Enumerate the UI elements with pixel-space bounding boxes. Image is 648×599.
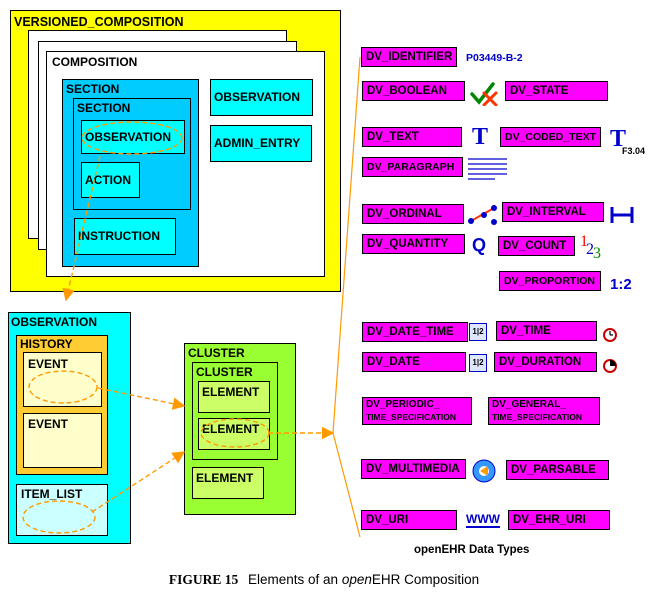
clock-icon <box>603 328 617 342</box>
element-highlight-ellipse <box>200 418 270 448</box>
element-label-2: ELEMENT <box>202 422 260 436</box>
admin-entry-box <box>210 125 312 162</box>
observation-entry-box <box>210 79 313 116</box>
item-list-label: ITEM_LIST <box>21 487 83 501</box>
observation-highlight-ellipse <box>81 121 183 155</box>
item-list-highlight-ellipse <box>22 500 96 534</box>
event-label-1: EVENT <box>28 357 69 371</box>
count-icon: 1 2 3 <box>580 233 610 263</box>
coded-text-icon: T <box>610 126 627 152</box>
data-types-section-title: openEHR Data Types <box>414 544 530 556</box>
dv-proportion: DV_PROPORTION <box>499 271 601 291</box>
dv-state: DV_STATE <box>505 81 608 101</box>
dv-paragraph: DV_PARAGRAPH <box>362 157 463 177</box>
dv-general-line-1: DV_GENERAL_ <box>492 399 566 410</box>
section-inner-label: SECTION <box>77 101 131 115</box>
check-cross-icon <box>470 82 498 106</box>
calendar-clock-icon: 1|2 <box>469 323 487 341</box>
dv-parsable: DV_PARSABLE <box>506 460 609 480</box>
dv-date: DV_DATE <box>362 352 466 372</box>
data-types-bracket <box>332 56 361 538</box>
cluster-label: CLUSTER <box>188 346 245 360</box>
dv-periodic-line-2: TIME_SPECIFICATION <box>366 412 457 422</box>
dv-general-time-specification: DV_GENERAL_ TIME_SPECIFICATION <box>488 397 600 425</box>
text-icon: T <box>472 124 489 150</box>
dv-duration: DV_DURATION <box>494 352 597 372</box>
quantity-icon: Q <box>472 235 487 255</box>
section-outer-label: SECTION <box>66 82 120 96</box>
action-label: ACTION <box>85 173 131 187</box>
count-digit-2: 2 <box>586 241 594 258</box>
event-box-2 <box>23 413 102 468</box>
instruction-label: INSTRUCTION <box>78 229 160 243</box>
event-box-1 <box>23 352 102 407</box>
dv-quantity: DV_QUANTITY <box>362 234 465 254</box>
count-digit-3: 3 <box>593 245 601 262</box>
caption-text-after: EHR Composition <box>371 572 480 587</box>
dv-date-time: DV_DATE_TIME <box>362 322 468 342</box>
event-highlight-ellipse <box>28 370 98 404</box>
item-list-box <box>16 484 108 536</box>
observation-detail-label: OBSERVATION <box>11 315 98 329</box>
arrow-event-to-cluster <box>97 387 186 410</box>
dv-periodic-line-1: DV_PERIODIC_ <box>366 399 440 410</box>
paragraph-icon <box>468 158 507 180</box>
interval-icon <box>610 207 634 223</box>
dv-text: DV_TEXT <box>362 127 462 147</box>
event-label-2: EVENT <box>28 417 69 431</box>
dv-multimedia: DV_MULTIMEDIA <box>361 459 466 479</box>
dv-coded-text: DV_CODED_TEXT <box>500 127 601 147</box>
dv-periodic-time-specification: DV_PERIODIC_ TIME_SPECIFICATION <box>362 397 472 425</box>
observation-entry-label: OBSERVATION <box>214 90 301 104</box>
dv-ordinal: DV_ORDINAL <box>362 204 464 224</box>
dv-boolean: DV_BOOLEAN <box>362 81 465 101</box>
inner-cluster-label: CLUSTER <box>196 365 253 379</box>
dv-time: DV_TIME <box>496 321 597 341</box>
admin-entry-label: ADMIN_ENTRY <box>214 136 301 150</box>
dv-identifier: DV_IDENTIFIER <box>361 47 458 67</box>
instruction-box <box>74 218 176 255</box>
arrow-observation-to-detail <box>62 155 101 302</box>
element-label-1: ELEMENT <box>202 385 260 399</box>
coded-text-suffix: F3.04 <box>622 146 646 156</box>
ordinal-icon <box>468 205 497 225</box>
dv-count: DV_COUNT <box>498 236 575 256</box>
element-label-3: ELEMENT <box>196 471 254 485</box>
element-box-1 <box>198 381 270 413</box>
www-icon: WWW <box>466 512 500 528</box>
calendar-icon: 1|2 <box>469 354 487 372</box>
caption-text-italic: open <box>341 572 372 587</box>
composition-label: COMPOSITION <box>52 55 138 69</box>
multimedia-icon <box>472 459 496 483</box>
stopwatch-icon <box>603 359 617 373</box>
caption-text-before: Elements of an <box>248 572 342 587</box>
arrow-itemlist-to-cluster <box>91 451 186 513</box>
dv-general-line-2: TIME_SPECIFICATION <box>492 412 583 422</box>
proportion-icon: 1:2 <box>610 276 632 293</box>
element-box-3 <box>192 467 264 499</box>
dv-interval: DV_INTERVAL <box>502 202 604 222</box>
count-digit-1: 1 <box>580 233 588 250</box>
dv-uri: DV_URI <box>361 510 457 530</box>
history-label: HISTORY <box>20 337 73 351</box>
versioned-composition-label: VERSIONED_COMPOSITION <box>14 15 184 29</box>
action-box <box>81 162 140 198</box>
figure-number: FIGURE 15 <box>168 572 239 587</box>
figure-caption-text: Elements of an openEHR Composition <box>248 572 479 587</box>
dv-ehr-uri: DV_EHR_URI <box>508 510 610 530</box>
identifier-example: P03449-B-2 <box>466 52 523 64</box>
observation-in-section-label: OBSERVATION <box>85 130 172 144</box>
figure-caption: FIGURE 15 Elements of an openEHR Composi… <box>0 572 648 588</box>
